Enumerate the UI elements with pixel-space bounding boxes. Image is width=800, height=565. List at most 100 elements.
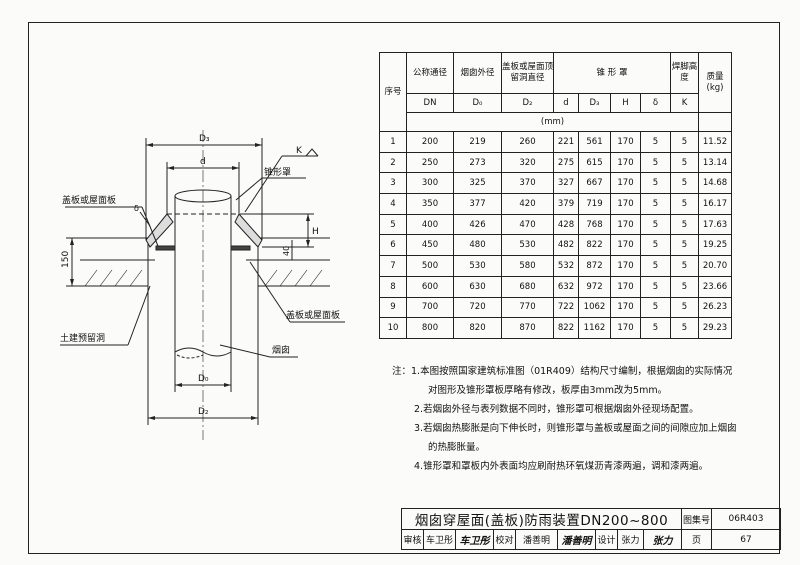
review-name: 车卫彤 bbox=[423, 529, 456, 550]
cell-k: 5 bbox=[670, 255, 699, 277]
cell-k: 5 bbox=[670, 296, 699, 319]
cell-d2: 470 bbox=[501, 213, 554, 236]
cell-d3: 768 bbox=[578, 213, 611, 236]
cell-do: 325 bbox=[453, 172, 502, 195]
cell-mass: 13.14 bbox=[698, 151, 732, 174]
design-signature: 张力 bbox=[643, 529, 682, 550]
cell-h: 170 bbox=[610, 317, 641, 339]
spec-table: 序号 公称通径 烟囱外径 盖板或屋面顶留洞直径 锥 形 罩 焊脚高度 质量(kg… bbox=[379, 52, 732, 339]
cell-d2: 770 bbox=[501, 296, 554, 319]
header-sym-delta: δ bbox=[640, 93, 671, 113]
cell-h: 170 bbox=[610, 131, 641, 153]
dim-150: 150 bbox=[61, 251, 71, 268]
cell-mass: 26.23 bbox=[698, 296, 732, 319]
cell-delta: 5 bbox=[640, 234, 671, 257]
cell-k: 5 bbox=[670, 151, 699, 174]
label-cover-plate-top: 盖板或屋面板 bbox=[62, 194, 116, 206]
cell-mass: 23.66 bbox=[698, 275, 732, 298]
cell-h: 170 bbox=[610, 296, 641, 319]
cell-d2: 530 bbox=[501, 234, 554, 257]
cell-delta: 5 bbox=[640, 193, 671, 215]
header-sym-h: H bbox=[610, 93, 641, 113]
cell-k: 5 bbox=[670, 317, 699, 339]
cell-k: 5 bbox=[670, 234, 699, 257]
header-unit-mm: (mm) bbox=[406, 112, 699, 132]
cell-do: 480 bbox=[453, 234, 502, 257]
cell-d: 275 bbox=[553, 151, 579, 174]
cell-dn: 200 bbox=[406, 131, 454, 153]
check-label: 校对 bbox=[493, 529, 516, 550]
header-do-name: 烟囱外径 bbox=[453, 52, 502, 94]
cell-seq: 1 bbox=[379, 131, 407, 153]
cell-seq: 7 bbox=[379, 255, 407, 277]
title-block: 烟囱穿屋面(盖板)防雨装置DN200~800 图集号 06R403 审核 车卫彤… bbox=[401, 508, 781, 550]
cell-delta: 5 bbox=[640, 131, 671, 153]
cell-do: 377 bbox=[453, 193, 502, 215]
cell-d: 379 bbox=[553, 193, 579, 215]
cell-mass: 16.17 bbox=[698, 193, 732, 215]
cell-do: 273 bbox=[453, 151, 502, 174]
cell-delta: 5 bbox=[640, 172, 671, 195]
cell-h: 170 bbox=[610, 234, 641, 257]
dim-k: K bbox=[296, 146, 303, 156]
section-drawing: D₃ d K δ H 150 40 D₀ D₂ 盖板或屋面板 锥形罩 盖板或屋面… bbox=[60, 130, 345, 440]
label-cone-cover: 锥形罩 bbox=[264, 166, 291, 178]
cell-k: 5 bbox=[670, 213, 699, 236]
dim-d2: D₂ bbox=[198, 407, 209, 417]
cell-dn: 250 bbox=[406, 151, 454, 174]
note-4: 4.锥形罩和罩板内外表面均应刷耐热环氧煤沥青漆两遍，调和漆两遍。 bbox=[414, 461, 709, 472]
header-sym-d: d bbox=[553, 93, 579, 113]
dim-d3: D₃ bbox=[199, 134, 210, 144]
label-cover-plate-bottom: 盖板或屋面板 bbox=[286, 309, 340, 321]
dim-d: d bbox=[200, 157, 206, 167]
header-mass: 质量(kg) bbox=[698, 52, 732, 113]
header-sym-dn: DN bbox=[406, 93, 454, 113]
note-2: 2.若烟囱外径与表列数据不同时，锥形罩可根据烟囱外径现场配置。 bbox=[414, 404, 699, 415]
header-sym-k: K bbox=[670, 93, 699, 113]
cell-seq: 4 bbox=[379, 193, 407, 215]
header-dn-name: 公称通径 bbox=[406, 52, 454, 94]
cell-delta: 5 bbox=[640, 317, 671, 339]
cell-k: 5 bbox=[670, 275, 699, 298]
cell-mass: 17.63 bbox=[698, 213, 732, 236]
header-seq: 序号 bbox=[379, 52, 407, 132]
cell-seq: 10 bbox=[379, 317, 407, 339]
design-name: 张力 bbox=[617, 529, 644, 550]
page-number: 67 bbox=[711, 529, 781, 550]
header-sym-d3: D₃ bbox=[578, 93, 611, 113]
header-blank bbox=[698, 112, 732, 132]
cell-dn: 700 bbox=[406, 296, 454, 319]
header-d2-name: 盖板或屋面顶留洞直径 bbox=[501, 52, 554, 94]
cell-d3: 1162 bbox=[578, 317, 611, 339]
cell-d3: 1062 bbox=[578, 296, 611, 319]
cell-do: 720 bbox=[453, 296, 502, 319]
cell-d2: 420 bbox=[501, 193, 554, 215]
cell-d3: 561 bbox=[578, 131, 611, 153]
cell-d2: 580 bbox=[501, 255, 554, 277]
review-signature: 车卫彤 bbox=[455, 529, 494, 550]
header-cone: 锥 形 罩 bbox=[553, 52, 671, 94]
dim-d0: D₀ bbox=[198, 374, 209, 384]
cell-h: 170 bbox=[610, 193, 641, 215]
cell-d3: 667 bbox=[578, 172, 611, 195]
cell-d2: 370 bbox=[501, 172, 554, 195]
cell-k: 5 bbox=[670, 172, 699, 195]
dim-40: 40 bbox=[282, 246, 291, 256]
atlas-label: 图集号 bbox=[681, 508, 712, 530]
note-1-line-2: 对图形及锥形罩板厚略有修改，板厚由3mm改为5mm。 bbox=[428, 385, 668, 396]
drawing-frame bbox=[28, 22, 780, 554]
atlas-number: 06R403 bbox=[711, 508, 781, 530]
notes: 注：1.本图按照国家建筑标准图（01R409）结构尺寸编制，根据烟囱的实际情况 … bbox=[392, 362, 762, 476]
cell-do: 426 bbox=[453, 213, 502, 236]
cell-mass: 29.23 bbox=[698, 317, 732, 339]
cell-h: 170 bbox=[610, 275, 641, 298]
header-sym-do: D₀ bbox=[453, 93, 502, 113]
check-signature: 潘善明 bbox=[557, 529, 596, 550]
dim-h: H bbox=[312, 227, 319, 237]
header-mass-label: 质量 bbox=[706, 71, 724, 82]
